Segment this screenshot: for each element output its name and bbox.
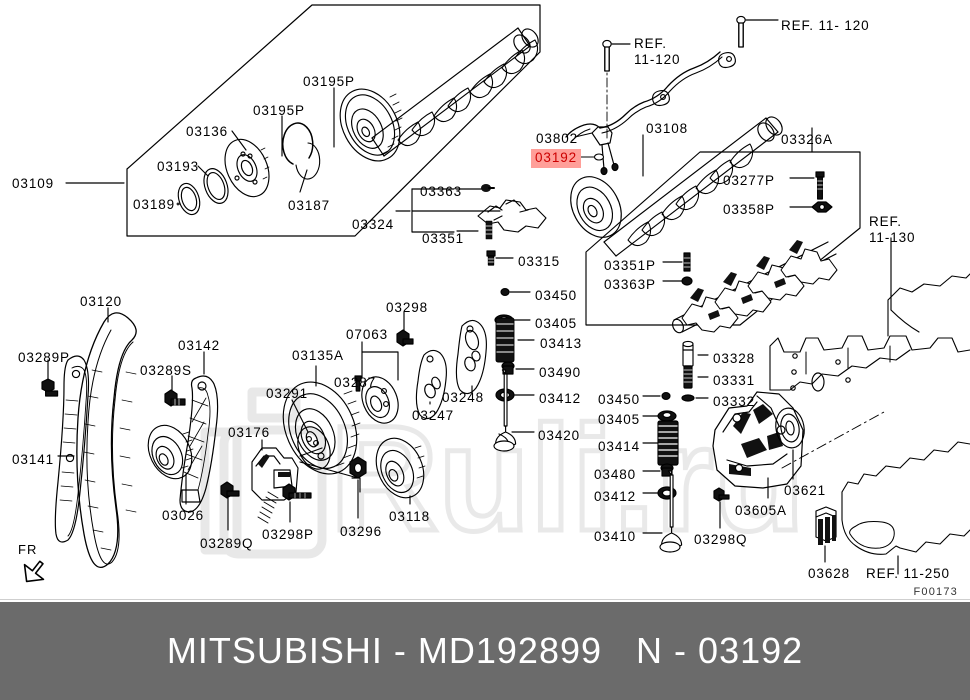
ref-label-line1: REF. 11-250 [866, 566, 950, 581]
part-label-03109: 03109 [12, 176, 55, 191]
part-label-03480: 03480 [594, 467, 637, 482]
part-label-03108: 03108 [646, 121, 689, 136]
part-label-03142: 03142 [178, 338, 221, 353]
part-label-03450-b: 03450 [598, 392, 641, 407]
footer-section: N [636, 630, 664, 671]
part-label-03363P: 03363P [604, 277, 656, 292]
part-label-03405-a: 03405 [535, 316, 578, 331]
part-label-03328: 03328 [713, 351, 756, 366]
part-label-03490: 03490 [539, 365, 582, 380]
part-label-03331: 03331 [713, 373, 756, 388]
part-label-03326A: 03326A [781, 132, 833, 147]
part-label-03277P: 03277P [723, 173, 775, 188]
part-label-03412-a: 03412 [539, 391, 582, 406]
ref-label-ref-11-130: REF.11-130 [869, 214, 915, 247]
ref-label-line1: REF. [634, 36, 667, 51]
part-label-03351P: 03351P [604, 258, 656, 273]
part-label-03289Q: 03289Q [200, 536, 254, 551]
part-label-03351: 03351 [422, 231, 465, 246]
part-label-03176: 03176 [228, 425, 271, 440]
orientation-marker: FR [6, 538, 76, 599]
footer-section-number: 03192 [698, 630, 804, 671]
part-label-03621: 03621 [784, 483, 827, 498]
part-label-03324: 03324 [352, 217, 395, 232]
part-label-03358P: 03358P [723, 202, 775, 217]
ref-label-line1: REF. 11- 120 [781, 18, 870, 33]
ref-label-ref-11-250: REF. 11-250 [866, 566, 950, 582]
part-label-03628: 03628 [808, 566, 851, 581]
part-label-03363: 03363 [420, 184, 463, 199]
part-label-03605A: 03605A [735, 503, 787, 518]
footer-part-number: MD192899 [417, 630, 603, 671]
part-label-03420: 03420 [538, 428, 581, 443]
part-label-03298P: 03298P [262, 527, 314, 542]
ref-label-ref-11-120-a: REF.11-120 [634, 36, 680, 69]
part-label-03248: 03248 [442, 390, 485, 405]
part-label-03141: 03141 [12, 452, 55, 467]
line-art [41, 4, 970, 575]
footer-divider [0, 599, 970, 600]
part-label-03187: 03187 [288, 198, 331, 213]
part-label-03135A: 03135A [292, 348, 344, 363]
part-label-03118: 03118 [389, 509, 431, 524]
ref-label-line2: 11-130 [869, 230, 916, 246]
part-label-03315: 03315 [518, 254, 561, 269]
part-label-03298Q: 03298Q [694, 532, 748, 547]
part-label-03412-b: 03412 [594, 489, 637, 504]
footer-bar: MITSUBISHI - MD192899 N - 03192 [0, 602, 970, 700]
part-label-03298: 03298 [386, 300, 429, 315]
diagram-id: F00173 [913, 586, 958, 598]
part-label-03136: 03136 [186, 124, 229, 139]
part-label-03450-a: 03450 [535, 288, 578, 303]
fr-label: FR [18, 542, 37, 557]
part-label-03413: 03413 [540, 336, 583, 351]
ref-label-line2: 11-120 [634, 52, 681, 68]
part-label-03405-b: 03405 [598, 412, 641, 427]
part-label-03289P: 03289P [18, 350, 70, 365]
footer-dash: - [393, 630, 407, 671]
part-label-03291: 03291 [266, 386, 309, 401]
part-label-03289S: 03289S [140, 363, 192, 378]
footer-section-dash: - [674, 630, 688, 671]
part-label-03193: 03193 [157, 159, 200, 174]
part-label-07063: 07063 [346, 327, 389, 342]
part-label-03802: 03802 [536, 131, 579, 146]
footer-brand: MITSUBISHI [166, 630, 383, 671]
ref-label-line1: REF. [869, 214, 902, 229]
part-label-03192: 03192 [531, 149, 582, 168]
part-label-03189: 03189 [133, 197, 176, 212]
diagram-canvas: Ruli.ru [41, 4, 970, 575]
footer-text: MITSUBISHI - MD192899 N - 03192 [167, 630, 803, 672]
part-label-03414: 03414 [598, 439, 641, 454]
part-label-03296: 03296 [340, 524, 383, 539]
part-label-03195P-a: 03195P [253, 103, 305, 118]
part-label-03195P-b: 03195P [303, 74, 355, 89]
part-label-03120: 03120 [80, 294, 123, 309]
part-label-03026: 03026 [162, 508, 205, 523]
part-label-03287: 03287 [334, 375, 377, 390]
part-label-03410: 03410 [594, 529, 637, 544]
part-label-03247: 03247 [412, 408, 455, 423]
ref-label-ref-11-120-b: REF. 11- 120 [781, 18, 870, 34]
part-label-03332: 03332 [713, 394, 756, 409]
